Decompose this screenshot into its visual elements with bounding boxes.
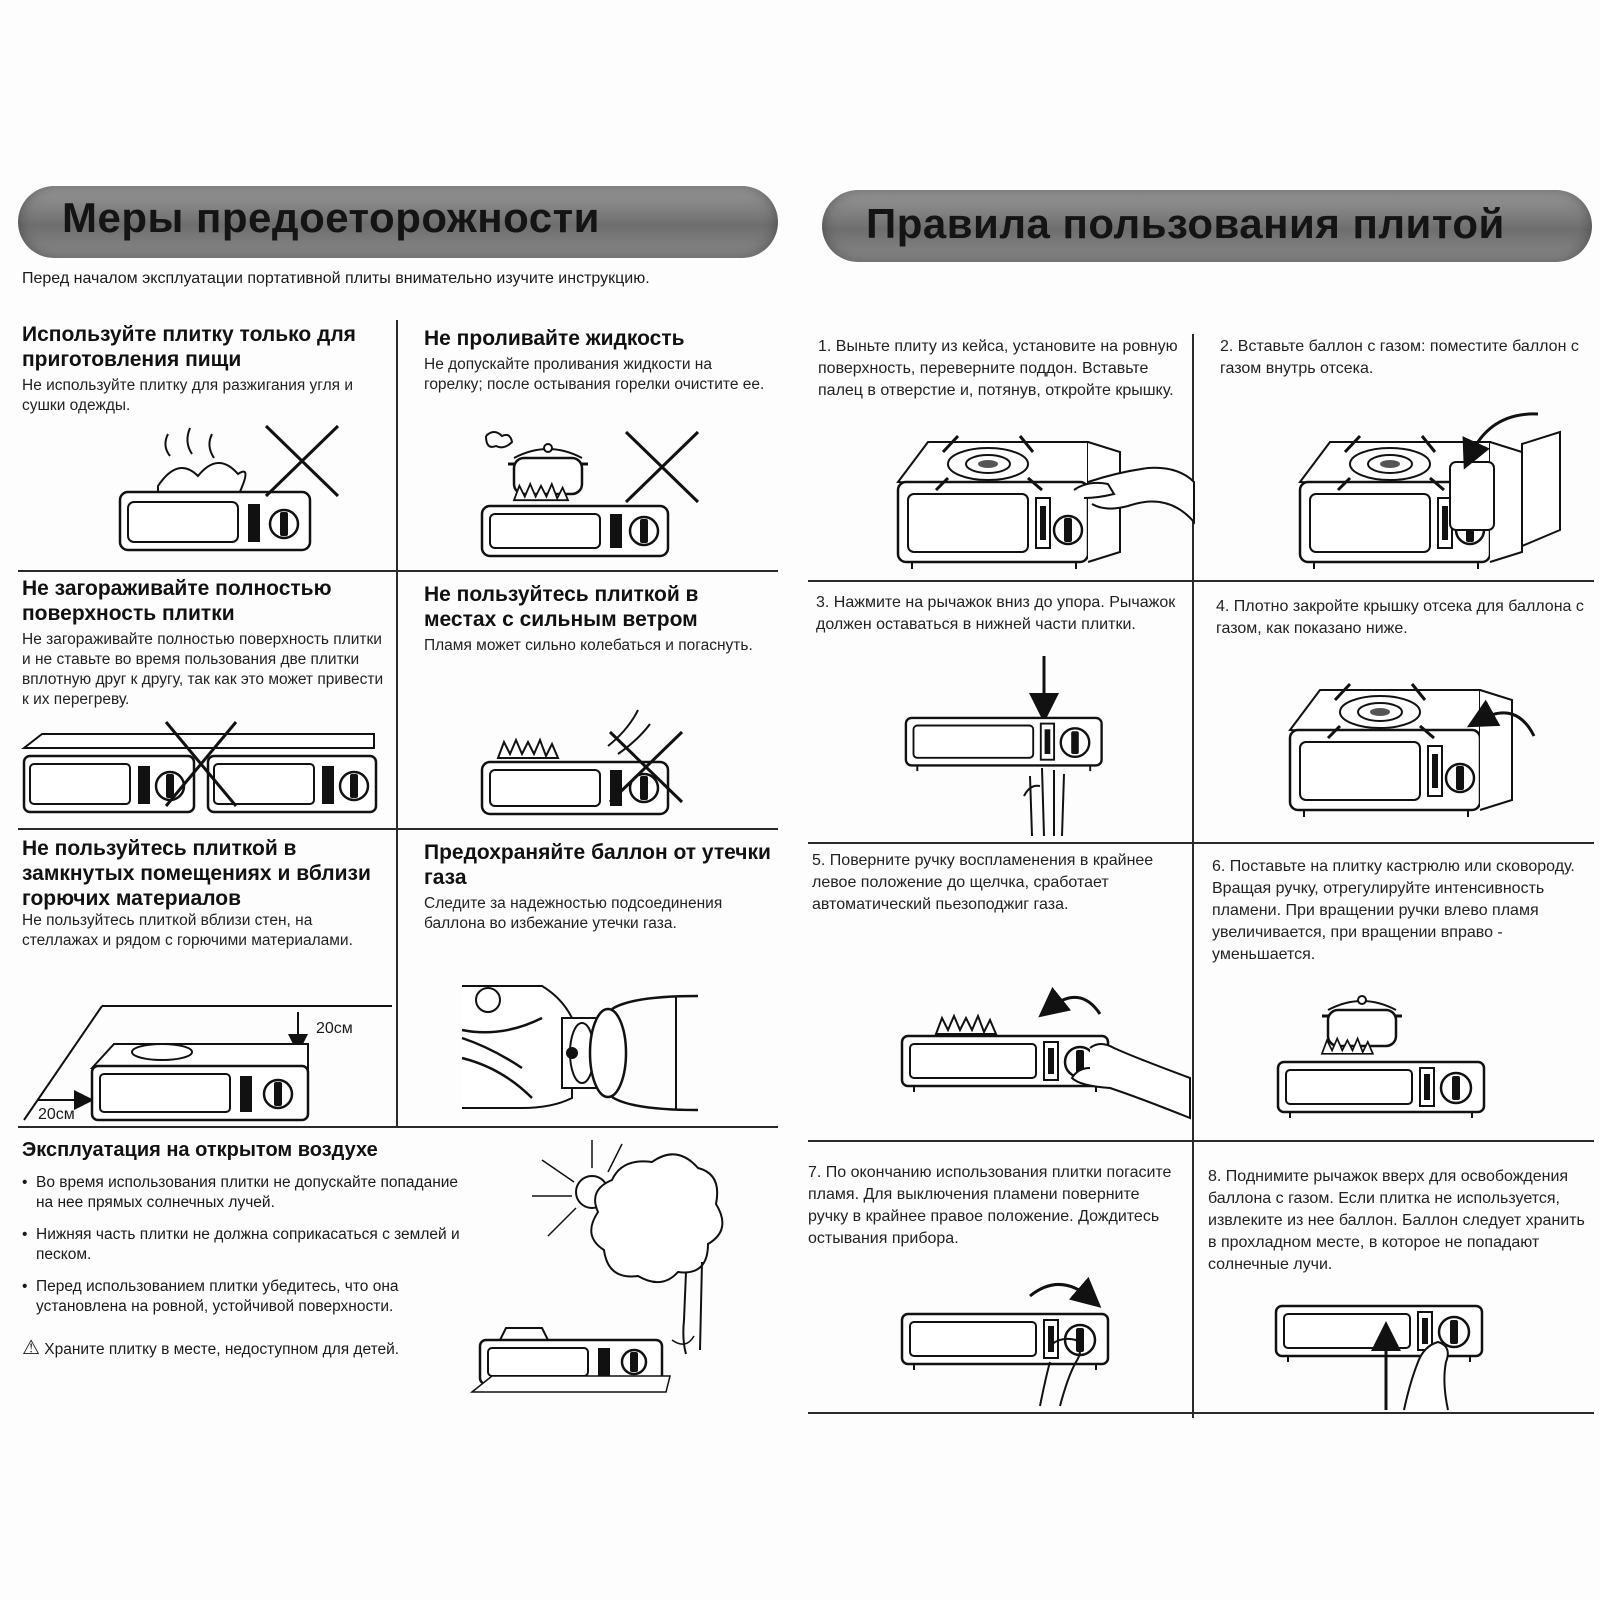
precaution-1: Используйте плитку только для приготовле… [22, 322, 382, 416]
precaution-text: Пламя может сильно колебаться и погаснут… [424, 637, 753, 654]
step-7: 7. По окончанию использования плитки пог… [808, 1164, 1172, 1247]
clothes-drying-illustration [118, 424, 340, 562]
insert-cylinder-illustration [1298, 412, 1580, 571]
precautions-banner: Меры предоеторожности [18, 186, 778, 258]
precaution-title: Не проливайте жидкость [424, 327, 685, 350]
open-case-illustration [896, 434, 1194, 571]
sun-and-tree-illustration [472, 1140, 722, 1402]
precaution-text: Не пользуйтесь плиткой вблизи стен, на с… [22, 912, 353, 949]
distance-label-top: 20см [316, 1020, 353, 1037]
precaution-4: Не пользуйтесь плиткой в местах с сильны… [424, 582, 774, 656]
warning-text: Храните плитку в месте, недоступном для … [44, 1341, 400, 1358]
lift-lever-illustration [1274, 1304, 1484, 1412]
two-stoves-covered-illustration [22, 720, 382, 820]
precaution-text: Не загораживайте полностью поверхность п… [22, 631, 384, 708]
warning-triangle-icon: ⚠ [22, 1337, 40, 1359]
step-4: 4. Плотно закройте крышку отсека для бал… [1216, 598, 1584, 637]
right-grid-divider [1192, 334, 1194, 1418]
outdoor-bullet-2: Нижняя часть плитки не должна соприкасат… [22, 1225, 462, 1265]
precaution-5: Не пользуйтесь плиткой в замкнутых помещ… [22, 836, 386, 951]
step-8: 8. Поднимите рычажок вверх для освобожде… [1208, 1168, 1585, 1273]
precaution-title: Не пользуйтесь плиткой в местах с сильны… [424, 583, 699, 631]
precaution-title: Не загораживайте полностью поверхность п… [22, 577, 332, 625]
left-grid-line [18, 570, 778, 572]
right-grid-line [808, 1412, 1594, 1414]
ignite-knob-illustration [900, 986, 1190, 1122]
wall-clearance-illustration [22, 1000, 392, 1124]
gas-cylinder-connection-illustration [462, 978, 698, 1124]
step-5: 5. Поверните ручку воспламенения в крайн… [812, 852, 1154, 913]
precaution-text: Следите за надежностью подсоединения бал… [424, 895, 723, 932]
left-grid-line [18, 828, 778, 830]
precaution-title: Предохраняйте баллон от утечки газа [424, 841, 771, 889]
rules-banner: Правила пользования плитой [822, 190, 1592, 262]
precaution-3: Не загораживайте полностью поверхность п… [22, 576, 386, 710]
right-grid-line [808, 580, 1594, 582]
outdoor-section: Эксплуатация на открытом воздухе Во врем… [22, 1138, 462, 1360]
precaution-title: Не пользуйтесь плиткой в замкнутых помещ… [22, 837, 371, 910]
child-warning: ⚠ Храните плитку в месте, недоступном дл… [22, 1335, 462, 1360]
precaution-text: Не используйте плитку для разжигания угл… [22, 377, 354, 414]
press-lever-illustration [904, 656, 1103, 840]
rules-title: Правила пользования плитой [866, 200, 1505, 247]
turn-off-knob-illustration [900, 1276, 1110, 1406]
precaution-6: Предохраняйте баллон от утечки газа След… [424, 840, 774, 934]
outdoor-bullet-3: Перед использованием плитки убедитесь, ч… [22, 1277, 462, 1317]
outdoor-title: Эксплуатация на открытом воздухе [22, 1139, 378, 1161]
right-grid-line [808, 1140, 1594, 1142]
close-lid-illustration [1288, 682, 1540, 819]
step-1: 1. Выньте плиту из кейса, установите на … [818, 338, 1178, 399]
step-3: 3. Нажмите на рычажок вниз до упора. Рыч… [816, 594, 1176, 633]
distance-label-side: 20см [38, 1106, 75, 1123]
precaution-title: Используйте плитку только для приготовле… [22, 323, 356, 371]
wind-illustration [478, 710, 684, 820]
precaution-text: Не допускайте проливания жидкости на гор… [424, 356, 765, 393]
pot-on-stove-illustration [1276, 994, 1486, 1120]
intro-text: Перед началом эксплуатации портативной п… [22, 270, 650, 287]
step-2: 2. Вставьте баллон с газом: поместите ба… [1220, 338, 1579, 377]
precaution-2: Не проливайте жидкость Не допускайте про… [424, 326, 774, 395]
precautions-title: Меры предоеторожности [62, 194, 600, 241]
outdoor-bullet-1: Во время использования плитки не допуска… [22, 1173, 462, 1213]
right-grid-line [808, 842, 1594, 844]
spilling-pot-illustration [478, 430, 700, 560]
left-grid-divider [396, 320, 398, 1126]
left-grid-line [18, 1126, 778, 1128]
step-6: 6. Поставьте на плитку кастрюлю или сков… [1212, 858, 1575, 963]
